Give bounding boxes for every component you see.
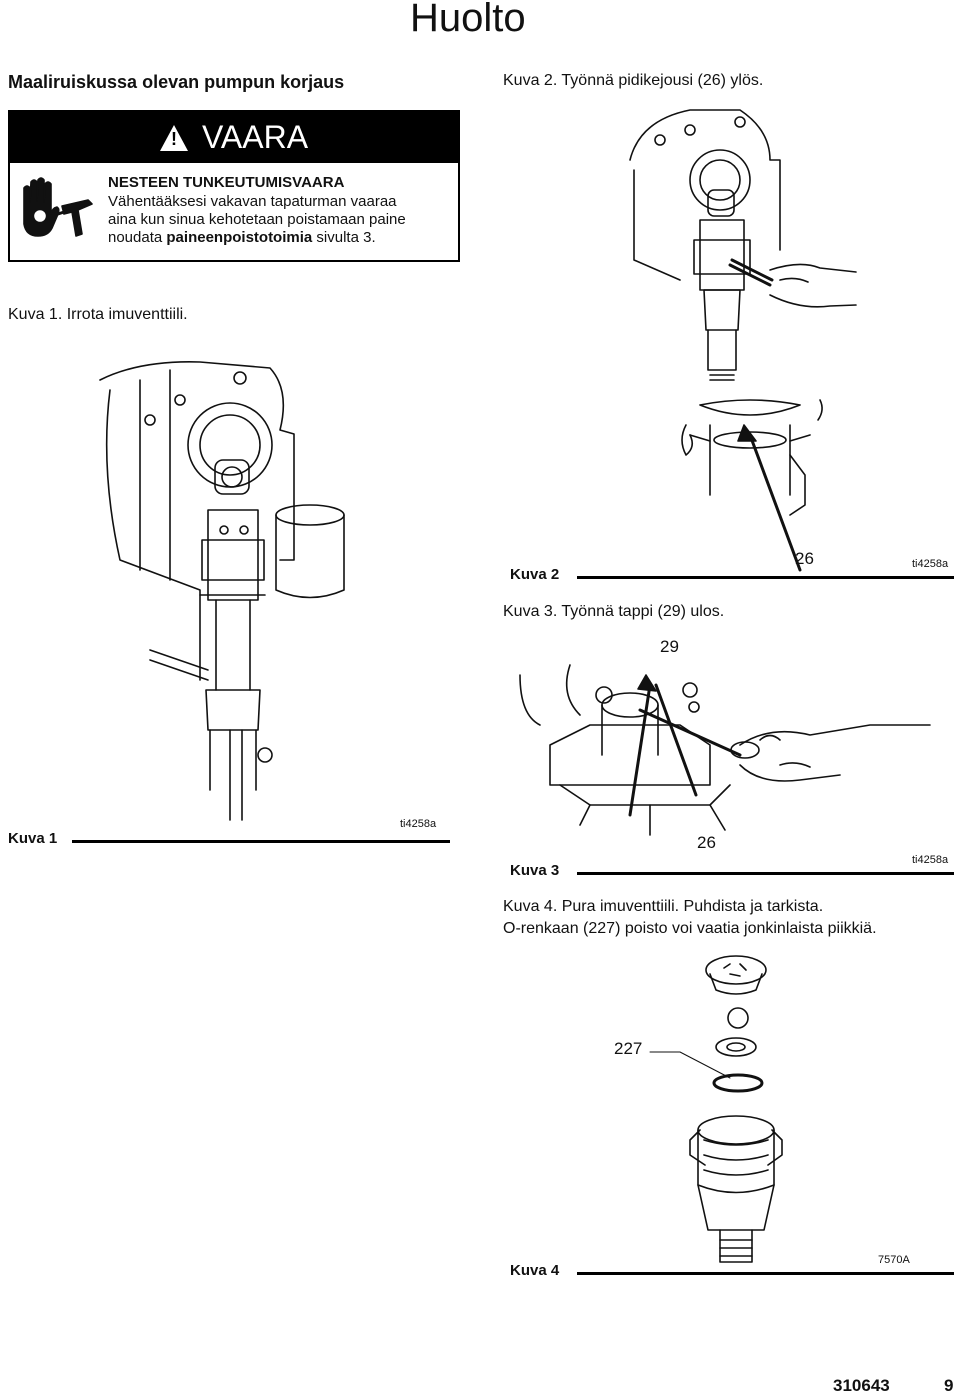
warning-bar: VAARA [10,112,458,163]
figure-2-label: Kuva 2 [510,566,560,583]
pressure-relief-reference: paineenpoistotoimia [166,229,313,246]
figure-4-caption-line-2: O-renkaan (227) poisto voi vaatia jonkin… [503,920,877,937]
figure-1-caption: Kuva 1. Irrota imuventtiili. [8,306,188,323]
warning-line-3-prefix: noudata [108,229,167,246]
figure-3-callout-29: 29 [660,637,679,656]
figure-1-drawing [99,361,345,821]
warning-line-3-suffix: sivulta 3. [312,229,376,246]
figure-4-drawing [649,955,783,1263]
figure-3-callout-26: 26 [697,833,716,852]
page-header-title: Huolto [410,0,526,40]
figure-3-rule [577,872,954,875]
warning-box: VAARA NESTEEN TUNKEUTUMISVAARA Vähentääk… [8,110,460,262]
hand-injection-hazard-icon [23,177,93,237]
figure-4-tag: 7570A [878,1254,910,1266]
section-title: Maaliruiskussa olevan pumpun korjaus [8,72,345,92]
warning-line-2: aina kun sinua kehotetaan poistamaan pai… [108,211,406,228]
figure-2-caption: Kuva 2. Työnnä pidikejousi (26) ylös. [503,72,764,89]
figure-2-tag: ti4258a [912,558,949,570]
figure-1-tag: ti4258a [400,818,437,830]
warning-bar-label: VAARA [201,119,309,155]
warning-heading: NESTEEN TUNKEUTUMISVAARA [108,174,345,191]
figure-3-caption: Kuva 3. Työnnä tappi (29) ulos. [503,603,725,620]
figure-3-label: Kuva 3 [510,862,560,879]
figure-2-rule [577,576,954,579]
warning-line-3: noudata paineenpoistotoimia sivulta 3. [108,229,453,247]
figure-2-top-drawing [629,109,857,381]
figure-4-label: Kuva 4 [510,1262,560,1279]
figure-3-drawing [519,664,931,836]
figure-1-rule [72,840,450,843]
figure-4-caption-line-1: Kuva 4. Pura imuventtiili. Puhdista ja t… [503,898,824,915]
warning-triangle-icon [159,124,188,151]
page-number: 9 [944,1376,954,1395]
warning-line-1: Vähentääksesi vakavan tapaturman vaaraa [108,193,397,210]
figure-4-rule [577,1272,954,1275]
document-number: 310643 [833,1376,890,1395]
figure-4-callout-227: 227 [614,1039,643,1058]
figure-3-tag: ti4258a [912,854,949,866]
figure-2-detail-drawing [681,399,823,572]
warning-text: Vähentääksesi vakavan tapaturman vaaraa … [108,193,453,247]
figure-1-label: Kuva 1 [8,830,58,847]
figure-2-callout-26: 26 [795,549,814,568]
